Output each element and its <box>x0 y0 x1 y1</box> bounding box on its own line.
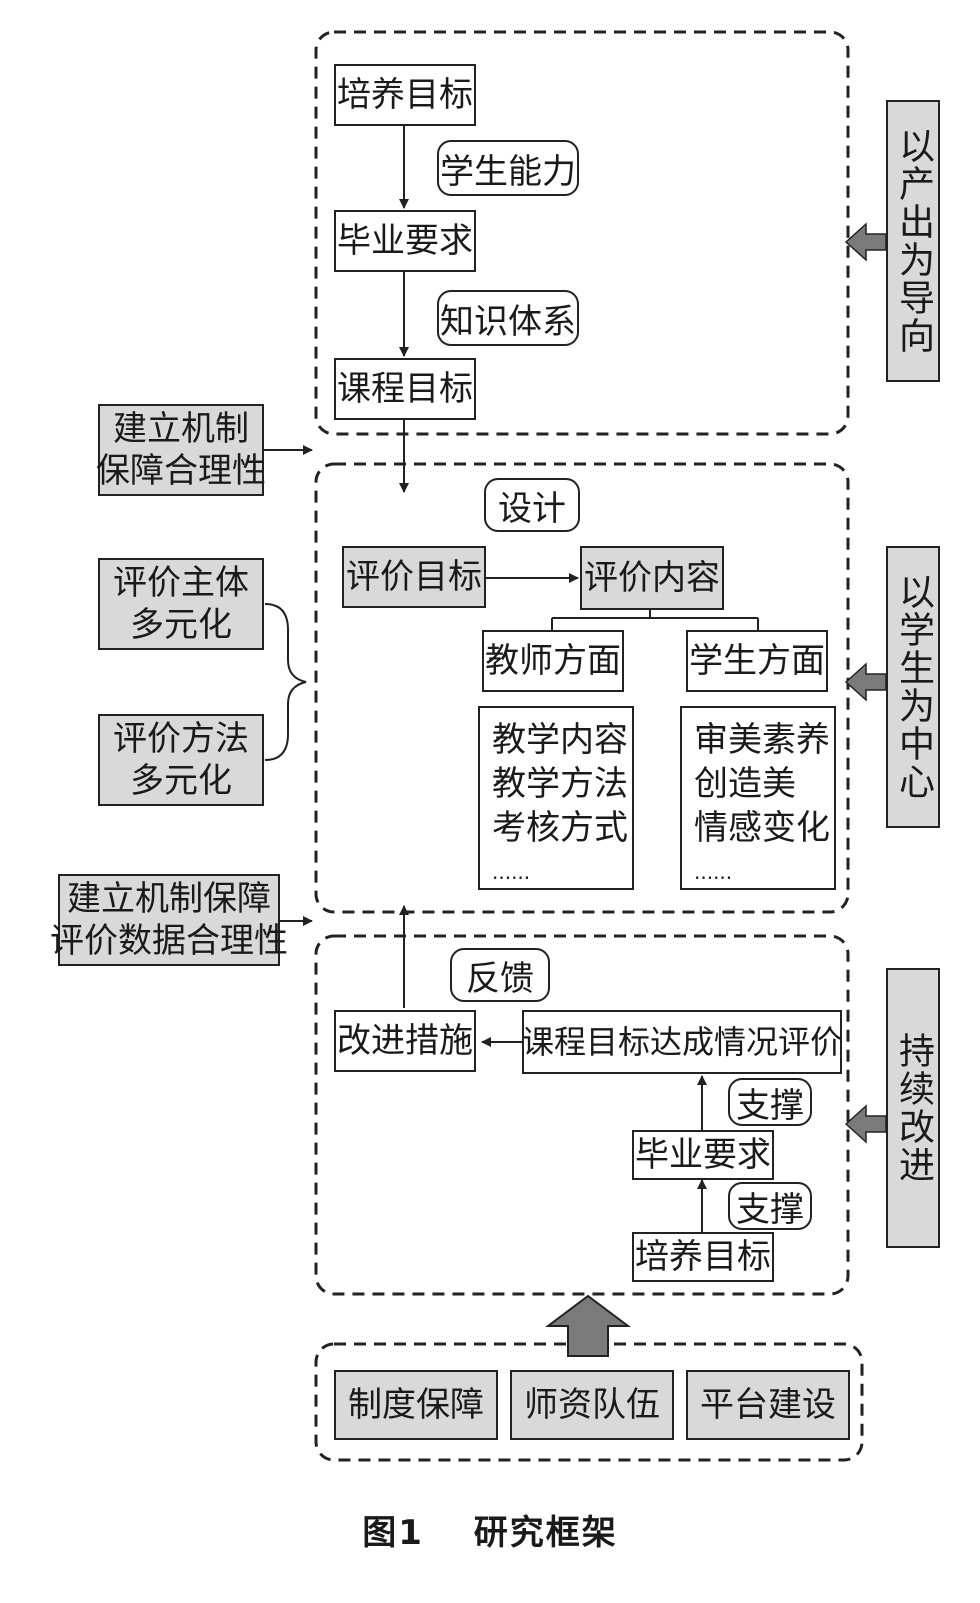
list-item: 考核方式 <box>492 808 628 848</box>
platform-box: 平台建设 <box>686 1370 850 1440</box>
top-grad-req-box: 毕业要求 <box>334 210 476 272</box>
top-goal-box: 培养目标 <box>334 64 476 126</box>
data-line2: 评价数据合理性 <box>50 921 288 961</box>
improve-box: 改进措施 <box>334 1010 476 1072</box>
teacher-items-list: 教学内容 教学方法 考核方式 ...... <box>478 706 634 890</box>
method-line2: 多元化 <box>130 761 232 801</box>
student-aspect-box: 学生方面 <box>686 630 828 692</box>
list-item: 创造美 <box>694 764 796 804</box>
mechanism-line1: 建立机制 <box>113 408 249 449</box>
right-arrow-2 <box>844 662 887 702</box>
bottom-grad-req-box: 毕业要求 <box>632 1130 774 1180</box>
knowledge-pill: 知识体系 <box>437 290 579 346</box>
bottom-dashed-frame <box>314 934 850 1296</box>
eval-subject-box: 评价主体 多元化 <box>98 558 264 650</box>
figure-number: 图1 <box>362 1513 424 1553</box>
ability-pill: 学生能力 <box>437 140 579 196</box>
figure-title: 研究框架 <box>473 1513 618 1553</box>
data-mechanism-box: 建立机制保障 评价数据合理性 <box>50 874 288 966</box>
base-dashed-frame <box>314 1342 864 1462</box>
mechanism-box: 建立机制 保障合理性 <box>96 404 266 496</box>
middle-dashed-frame <box>314 462 850 914</box>
subject-line2: 多元化 <box>130 605 232 645</box>
teacher-aspect-box: 教师方面 <box>482 630 624 692</box>
list-item: ...... <box>694 860 733 884</box>
faculty-box: 师资队伍 <box>510 1370 674 1440</box>
top-dashed-frame <box>314 30 850 436</box>
course-goal-box: 课程目标 <box>334 358 476 420</box>
figure-caption: 图1 研究框架 <box>0 1505 980 1554</box>
list-item: 审美素养 <box>694 720 830 760</box>
list-item: 情感变化 <box>694 808 830 848</box>
student-centered-box: 以学生为中心 <box>886 546 940 828</box>
design-pill: 设计 <box>484 478 580 532</box>
support-pill-1: 支撑 <box>728 1078 812 1126</box>
list-item: 教学方法 <box>492 764 628 804</box>
mechanism-line2: 保障合理性 <box>96 451 266 491</box>
list-item: ...... <box>492 860 531 884</box>
system-box: 制度保障 <box>334 1370 498 1440</box>
feedback-pill: 反馈 <box>450 948 550 1002</box>
data-line1: 建立机制保障 <box>67 878 271 919</box>
support-pill-2: 支撑 <box>728 1182 812 1230</box>
bottom-goal-box: 培养目标 <box>632 1232 774 1282</box>
list-item: 教学内容 <box>492 720 628 760</box>
big-up-arrow <box>545 1294 631 1357</box>
eval-method-box: 评价方法 多元化 <box>98 714 264 806</box>
eval-content-box: 评价内容 <box>580 546 724 610</box>
evaluation-box: 课程目标达成情况评价 <box>522 1010 842 1074</box>
continuous-improvement-box: 持续改进 <box>886 968 940 1248</box>
right-arrow-3 <box>844 1104 887 1144</box>
eval-goal-box: 评价目标 <box>342 546 486 608</box>
method-line1: 评价方法 <box>113 718 249 759</box>
right-arrow-1 <box>844 222 887 262</box>
student-items-list: 审美素养 创造美 情感变化 ...... <box>680 706 836 890</box>
output-oriented-box: 以产出为导向 <box>886 100 940 382</box>
subject-line1: 评价主体 <box>113 562 249 603</box>
